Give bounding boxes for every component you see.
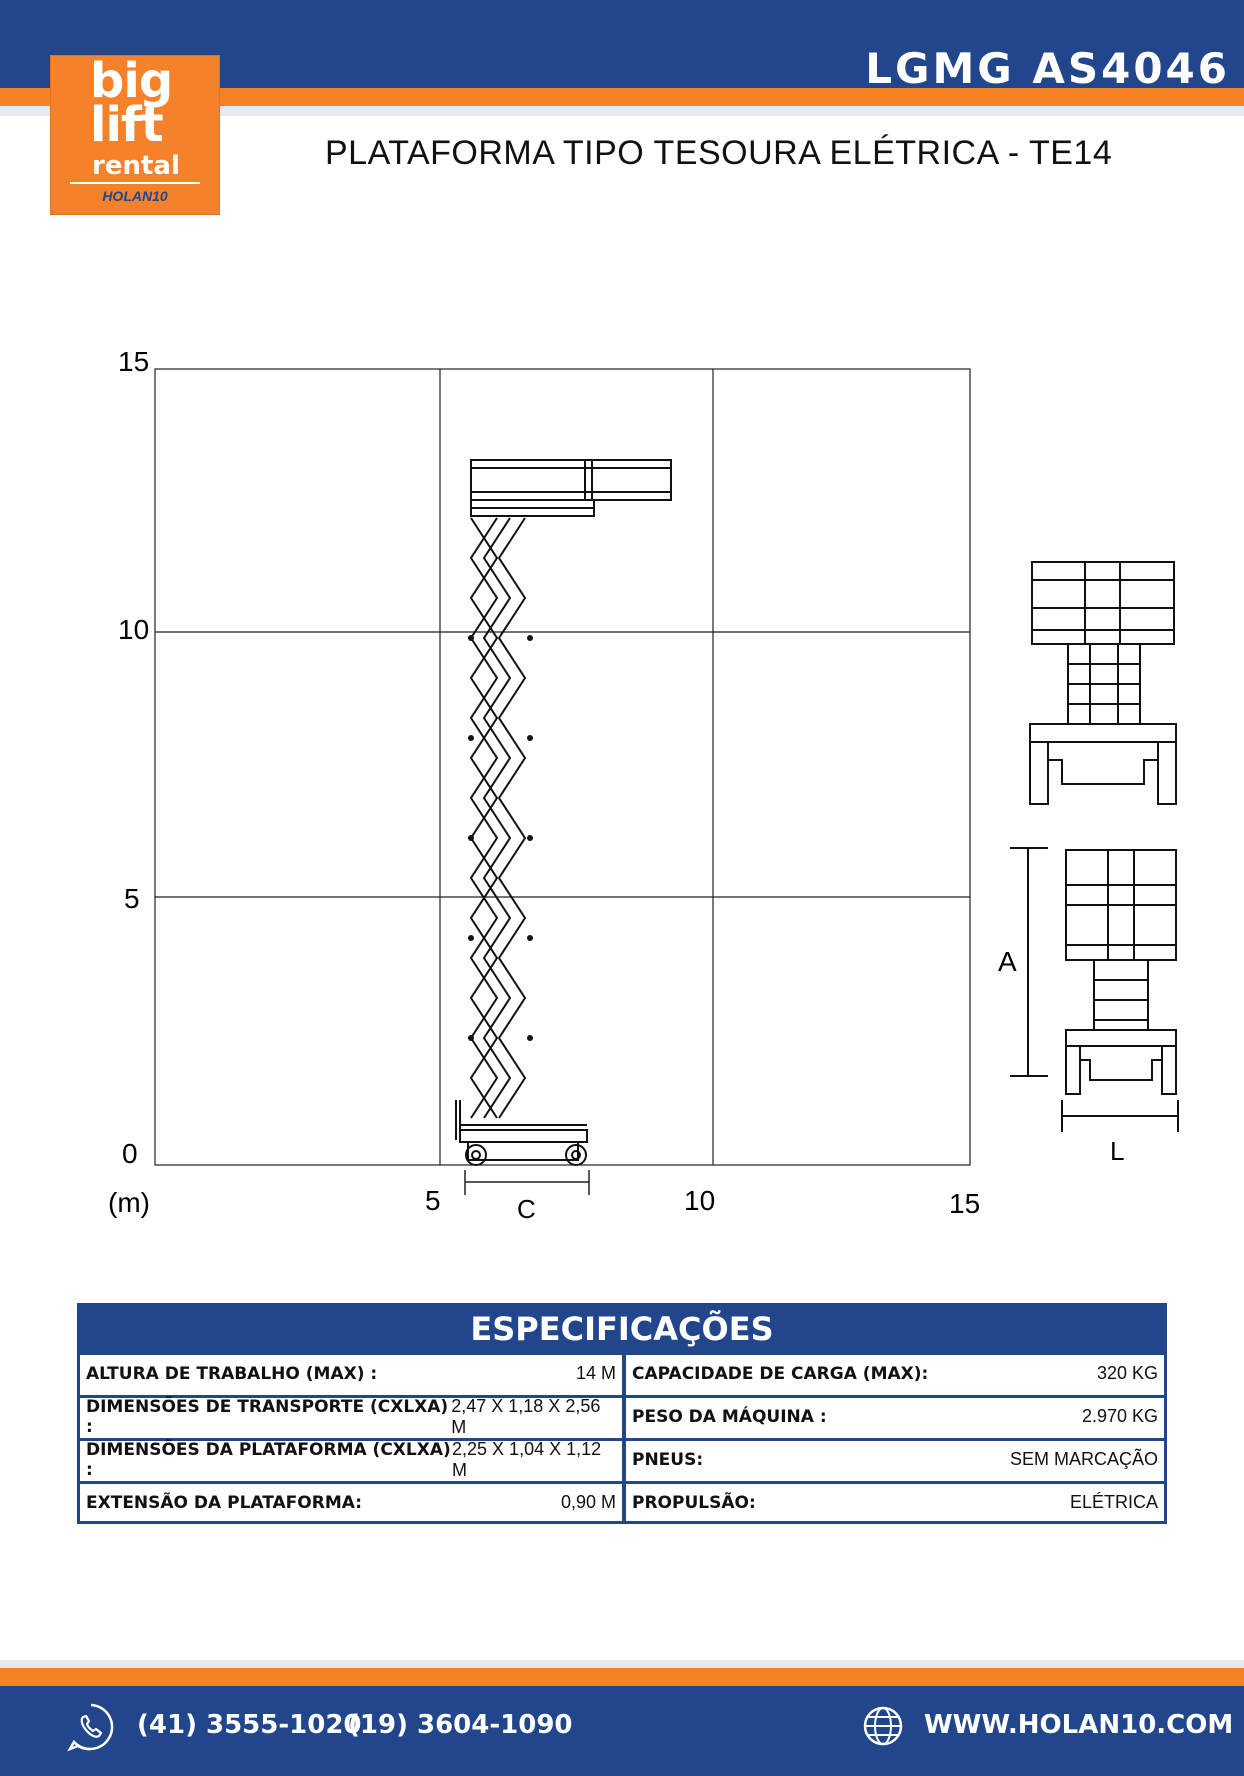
- spec-label: EXTENSÃO DA PLATAFORMA:: [86, 1492, 363, 1513]
- spec-row: DIMENSÕES DA PLATAFORMA (CXLXA) : 2,25 X…: [80, 1438, 622, 1480]
- spec-value: 2,47 X 1,18 X 2,56 M: [451, 1395, 601, 1437]
- footer-bar: [0, 1686, 1244, 1776]
- spec-row: DIMENSÕES DE TRANSPORTE (CXLXA) : 2,47 X…: [80, 1395, 622, 1437]
- spec-row: PESO DA MÁQUINA : 2.970 KG: [626, 1395, 1164, 1435]
- spec-label: DIMENSÕES DA PLATAFORMA (CXLXA) :: [86, 1439, 451, 1480]
- spec-value: ELÉTRICA: [1069, 1492, 1158, 1512]
- spec-row: CAPACIDADE DE CARGA (MAX): 320 KG: [626, 1352, 1164, 1392]
- footer-light-bar: [0, 1660, 1244, 1668]
- y-tick-10: 10: [118, 614, 149, 645]
- logo-brand: HOLAN10: [102, 188, 168, 204]
- spec-label: PESO DA MÁQUINA :: [632, 1406, 827, 1427]
- spec-value: 14 M: [575, 1363, 616, 1383]
- spec-value: 2,25 X 1,04 X 1,12 M: [452, 1438, 602, 1480]
- spec-label: PNEUS:: [632, 1449, 704, 1470]
- dimension-a-label: A: [998, 946, 1017, 977]
- footer-accent-bar: [0, 1668, 1244, 1686]
- x-tick-10: 10: [684, 1185, 715, 1216]
- spec-row: ALTURA DE TRABALHO (MAX) : 14 M: [80, 1352, 622, 1392]
- phone-icon: [67, 1703, 114, 1752]
- side-view-lift: [455, 459, 672, 1166]
- height-grid: [154, 368, 971, 1166]
- dimension-l-label: L: [1110, 1136, 1124, 1166]
- header-accent-bar: [0, 88, 1244, 106]
- scissor-joints: [468, 635, 533, 1041]
- dimension-c-label: C: [517, 1194, 536, 1224]
- unit-label: (m): [108, 1187, 150, 1218]
- phone-number-2[interactable]: (19) 3604-1090: [348, 1710, 573, 1740]
- website-link[interactable]: WWW.HOLAN10.COM: [924, 1710, 1234, 1740]
- logo-divider: [70, 182, 200, 184]
- x-tick-15: 15: [949, 1188, 980, 1219]
- specifications-title: ESPECIFICAÇÕES: [80, 1306, 1164, 1352]
- y-tick-5: 5: [124, 883, 140, 914]
- front-view-top: [1029, 561, 1177, 805]
- logo-text-big: big: [90, 53, 173, 109]
- spec-row: EXTENSÃO DA PLATAFORMA: 0,90 M: [80, 1481, 622, 1521]
- x-tick-5: 5: [425, 1185, 441, 1216]
- y-tick-0: 0: [122, 1138, 138, 1169]
- logo-text-lift: lift: [90, 97, 164, 153]
- dimension-c: [464, 1170, 590, 1195]
- spec-value: 0,90 M: [560, 1492, 616, 1512]
- spec-row: PROPULSÃO: ELÉTRICA: [626, 1481, 1164, 1521]
- spec-label: PROPULSÃO:: [632, 1492, 756, 1513]
- globe-icon: [863, 1706, 903, 1746]
- spec-value: 320 KG: [1096, 1363, 1158, 1383]
- spec-value: SEM MARCAÇÃO: [1009, 1449, 1158, 1469]
- logo-text-rental: rental: [92, 151, 180, 181]
- spec-label: DIMENSÕES DE TRANSPORTE (CXLXA) :: [86, 1396, 449, 1437]
- spec-label: ALTURA DE TRABALHO (MAX) :: [86, 1363, 378, 1384]
- spec-label: CAPACIDADE DE CARGA (MAX):: [632, 1363, 929, 1384]
- column-separator: [622, 1352, 626, 1524]
- specifications-table: ESPECIFICAÇÕES ALTURA DE TRABALHO (MAX) …: [77, 1303, 1167, 1524]
- y-tick-15: 15: [118, 346, 149, 377]
- model-title: LGMG AS4046: [865, 44, 1230, 93]
- header-light-bar: [0, 106, 1244, 116]
- front-view-bottom: [1010, 847, 1179, 1132]
- spec-value: 2.970 KG: [1081, 1406, 1158, 1426]
- spec-row: PNEUS: SEM MARCAÇÃO: [626, 1438, 1164, 1478]
- phone-number-1[interactable]: (41) 3555-1020: [137, 1710, 362, 1740]
- page-subtitle: PLATAFORMA TIPO TESOURA ELÉTRICA - TE14: [325, 134, 1113, 172]
- scissor-lift-diagram: 15 10 5 0 (m) 5 10 15 C: [108, 346, 1179, 1224]
- company-logo: big lift rental HOLAN10: [50, 55, 220, 215]
